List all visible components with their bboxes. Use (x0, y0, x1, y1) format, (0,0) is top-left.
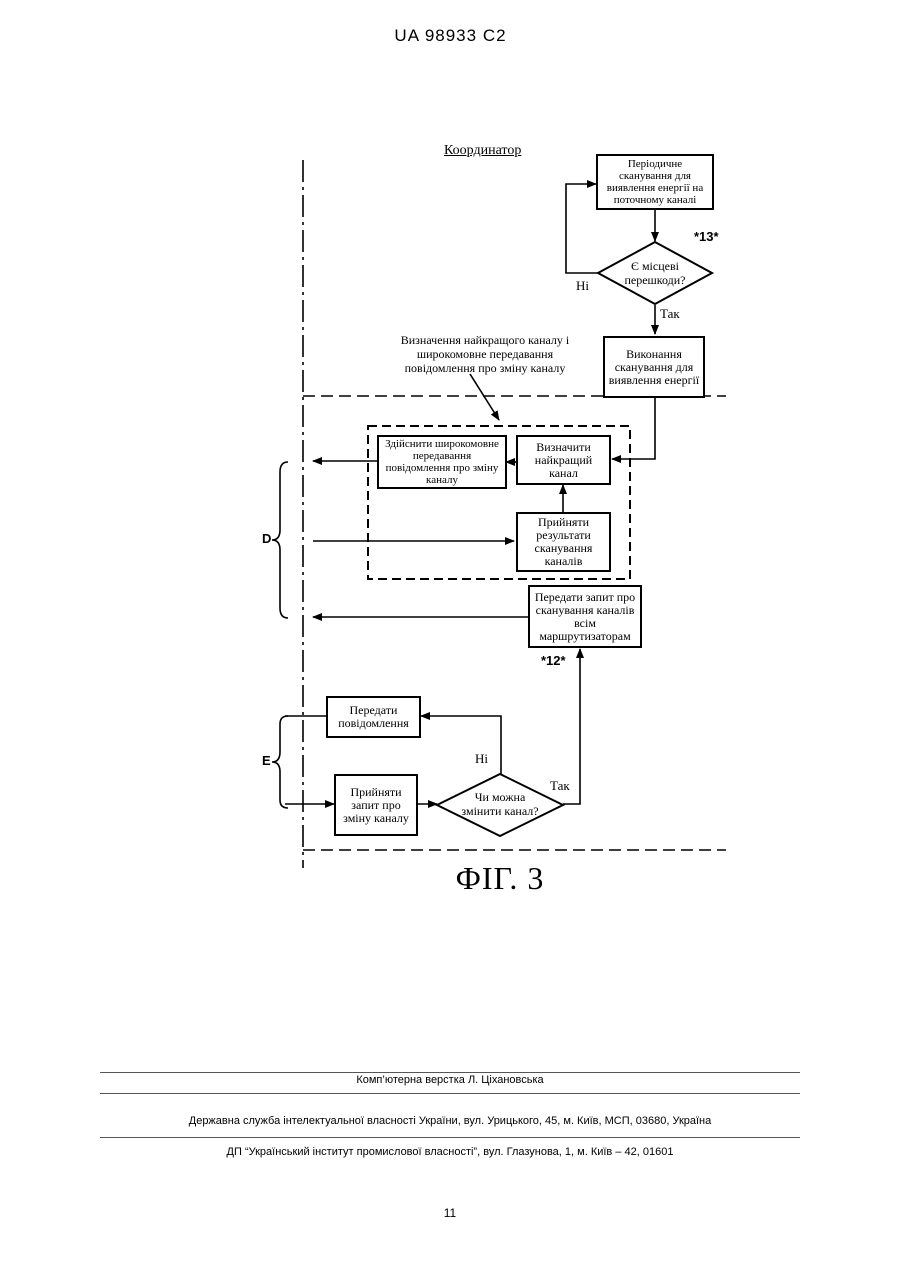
yes-label-2: Так (550, 779, 570, 793)
annotation-text: Визначення найкращого каналу і широкомов… (384, 333, 586, 375)
footer-rule-2 (100, 1093, 800, 1094)
no-label-1: Ні (576, 279, 589, 293)
broadcast-change-box: Здійснити широкомовне передавання повідо… (377, 435, 507, 489)
agency-address: Державна служба інтелектуальної власност… (100, 1115, 800, 1127)
footer-rule-1 (100, 1072, 800, 1073)
receive-results-box: Прийняти результати сканування каналів (516, 512, 611, 572)
periodic-scan-box: Періодичне сканування для виявлення енер… (596, 154, 714, 210)
yes-label-1: Так (660, 307, 680, 321)
send-scan-request-box: Передати запит про сканування каналів вс… (528, 585, 642, 648)
page-number: 11 (100, 1206, 800, 1220)
receive-change-request-box: Прийняти запит про зміну каналу (334, 774, 418, 836)
brace-d (272, 462, 288, 618)
institute-address: ДП “Український інститут промислової вла… (100, 1146, 800, 1158)
group-e-label: E (262, 754, 271, 768)
brace-e (272, 716, 288, 808)
perform-scan-box: Виконання сканування для виявлення енерг… (603, 336, 705, 398)
no-label-2: Ні (475, 752, 488, 766)
group-d-label: D (262, 532, 271, 546)
coordinator-label: Координатор (444, 144, 521, 158)
footer-rule-3 (100, 1137, 800, 1138)
layout-credit: Комп’ютерна верстка Л. Ціхановська (100, 1074, 800, 1086)
send-message-box: Передати повідомлення (326, 696, 421, 738)
ref-13: *13* (694, 230, 719, 244)
local-interference-text: Є місцеві перешкоди? (617, 259, 693, 287)
ref-12: *12* (541, 654, 566, 668)
determine-best-box: Визначити найкращий канал (516, 435, 611, 485)
can-change-text: Чи можна змінити канал? (458, 790, 542, 818)
figure-caption: ФІГ. 3 (0, 860, 901, 897)
